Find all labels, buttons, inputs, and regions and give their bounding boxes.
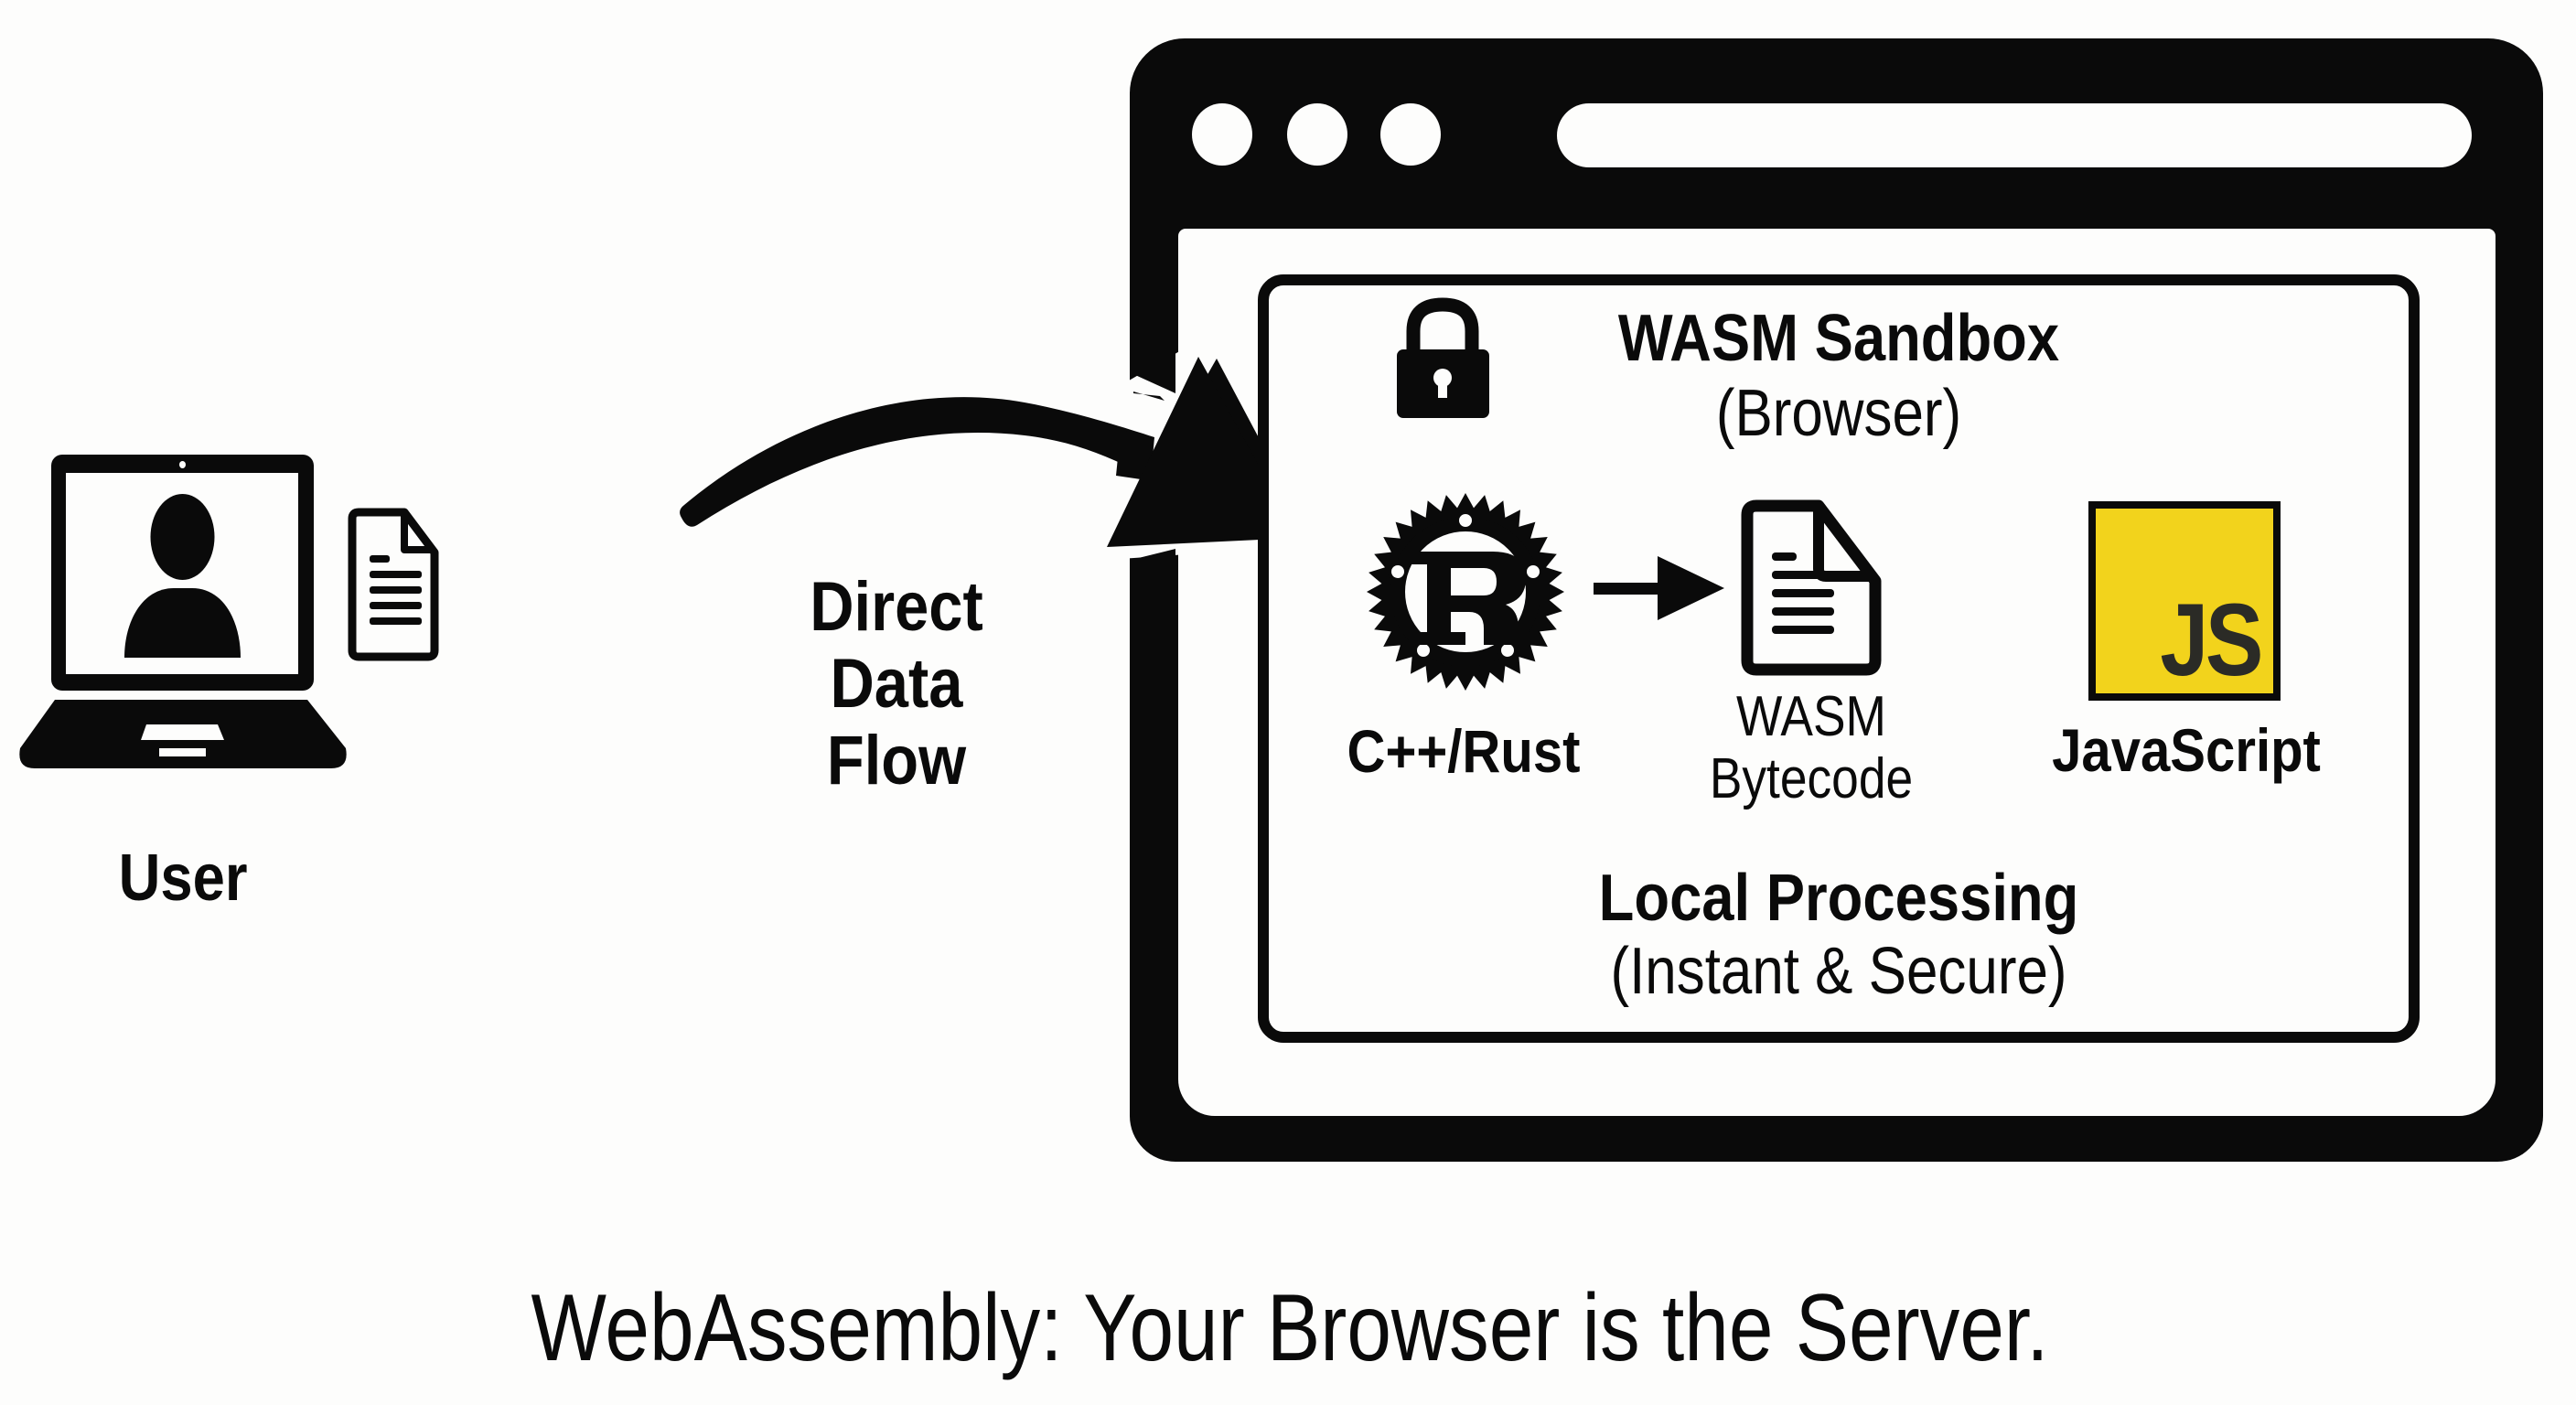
js-logo-text: JS xyxy=(2160,583,2263,697)
local-processing-subtitle: (Instant & Secure) xyxy=(1610,935,2067,1008)
person-body-icon xyxy=(124,588,241,658)
window-dot-close xyxy=(1192,103,1252,166)
window-dot-minimize xyxy=(1287,103,1347,166)
flow-label: Direct Data Flow xyxy=(759,569,1034,799)
laptop-trackpad xyxy=(159,748,206,756)
user-label: User xyxy=(118,842,248,915)
window-dot-maximize xyxy=(1380,103,1441,166)
component-label-cpp-rust: C++/Rust xyxy=(1347,717,1581,785)
laptop-keyboard-slot xyxy=(141,724,224,740)
local-processing-title: Local Processing xyxy=(1598,862,2079,935)
component-label-bytecode: Bytecode xyxy=(1709,747,1914,810)
sandbox-title: WASM Sandbox xyxy=(1617,302,2060,375)
component-label-javascript: JavaScript xyxy=(2052,716,2321,784)
flow-label-line-2: Data xyxy=(830,645,963,723)
browser-frame-left-upper xyxy=(1130,220,1175,393)
address-bar xyxy=(1557,103,2472,167)
flow-label-line-3: Flow xyxy=(826,722,967,799)
sandbox-subtitle: (Browser) xyxy=(1715,377,1962,450)
browser-frame-left-lower xyxy=(1130,549,1175,1116)
flow-label-line-1: Direct xyxy=(810,568,983,646)
component-label-wasm: WASM xyxy=(1736,685,1886,748)
laptop-camera xyxy=(179,461,186,468)
diagram-caption: WebAssembly: Your Browser is the Server. xyxy=(531,1275,2049,1381)
js-logo-icon: JS xyxy=(2088,501,2281,701)
person-head-icon xyxy=(150,494,215,580)
